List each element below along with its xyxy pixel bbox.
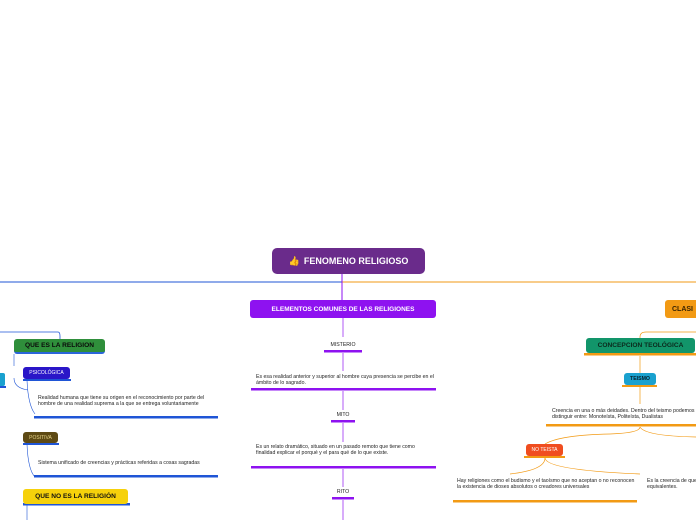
topic-que-es-label: QUE ES LA RELIGION [25, 342, 94, 349]
topic-que-no-es-label: QUE NO ES LA RELIGIÓN [35, 493, 116, 500]
subtopic-mito[interactable]: MITO [336, 412, 350, 418]
topic-elementos-comunes-label: ELEMENTOS COMUNES DE LAS RELIGIONES [271, 305, 415, 313]
subtopic-no-teista[interactable]: NO TEISTA [526, 444, 563, 456]
subtopic-positiva[interactable]: POSITIVA [23, 432, 58, 443]
topic-que-no-es-la-religion[interactable]: QUE NO ES LA RELIGIÓN [23, 489, 128, 504]
positiva-label: POSITIVA [29, 434, 52, 441]
subtopic-teismo[interactable]: TEISMO [624, 373, 656, 385]
topic-elementos-comunes[interactable]: ELEMENTOS COMUNES DE LAS RELIGIONES [250, 300, 436, 318]
teismo-description: Creencia en una o más deidades. Dentro d… [552, 408, 695, 421]
thumbs-up-icon: 👍 [288, 255, 300, 266]
topic-clasificacion-label: CLASI [672, 305, 693, 313]
mito-description: Es un relato dramático, situado en un pa… [256, 444, 415, 457]
related-description-cutoff: Es la creencia de que ... equivalentes. [647, 478, 696, 491]
misterio-description: Es esa realidad anterior y superior al h… [256, 374, 434, 387]
no-teista-label: NO TEISTA [531, 447, 558, 453]
offscreen-topic-tab[interactable] [0, 373, 5, 386]
subtopic-misterio[interactable]: MISTERIO [330, 342, 356, 348]
psicologica-label: PSICOLÓGICA [29, 370, 64, 376]
root-topic[interactable]: 👍 FENOMENO RELIGIOSO [272, 248, 425, 274]
concepcion-label: CONCEPCION TEOLÓGICA [597, 342, 684, 349]
no-teista-description: Hay religiones como el budismo y el taoí… [457, 478, 635, 491]
psicologica-description: Realidad humana que tiene su origen en e… [38, 395, 205, 408]
positiva-description: Sistema unificado de creencias y práctic… [38, 460, 200, 466]
teismo-label: TEISMO [630, 376, 650, 382]
subtopic-concepcion-teologica[interactable]: CONCEPCION TEOLÓGICA [586, 338, 695, 353]
subtopic-rito[interactable]: RITO [336, 489, 350, 495]
topic-clasificacion[interactable]: CLASI [665, 300, 696, 318]
topic-que-es-la-religion[interactable]: QUE ES LA RELIGION [14, 339, 105, 354]
subtopic-psicologica[interactable]: PSICOLÓGICA [23, 367, 70, 379]
root-topic-label: FENOMENO RELIGIOSO [303, 256, 409, 266]
